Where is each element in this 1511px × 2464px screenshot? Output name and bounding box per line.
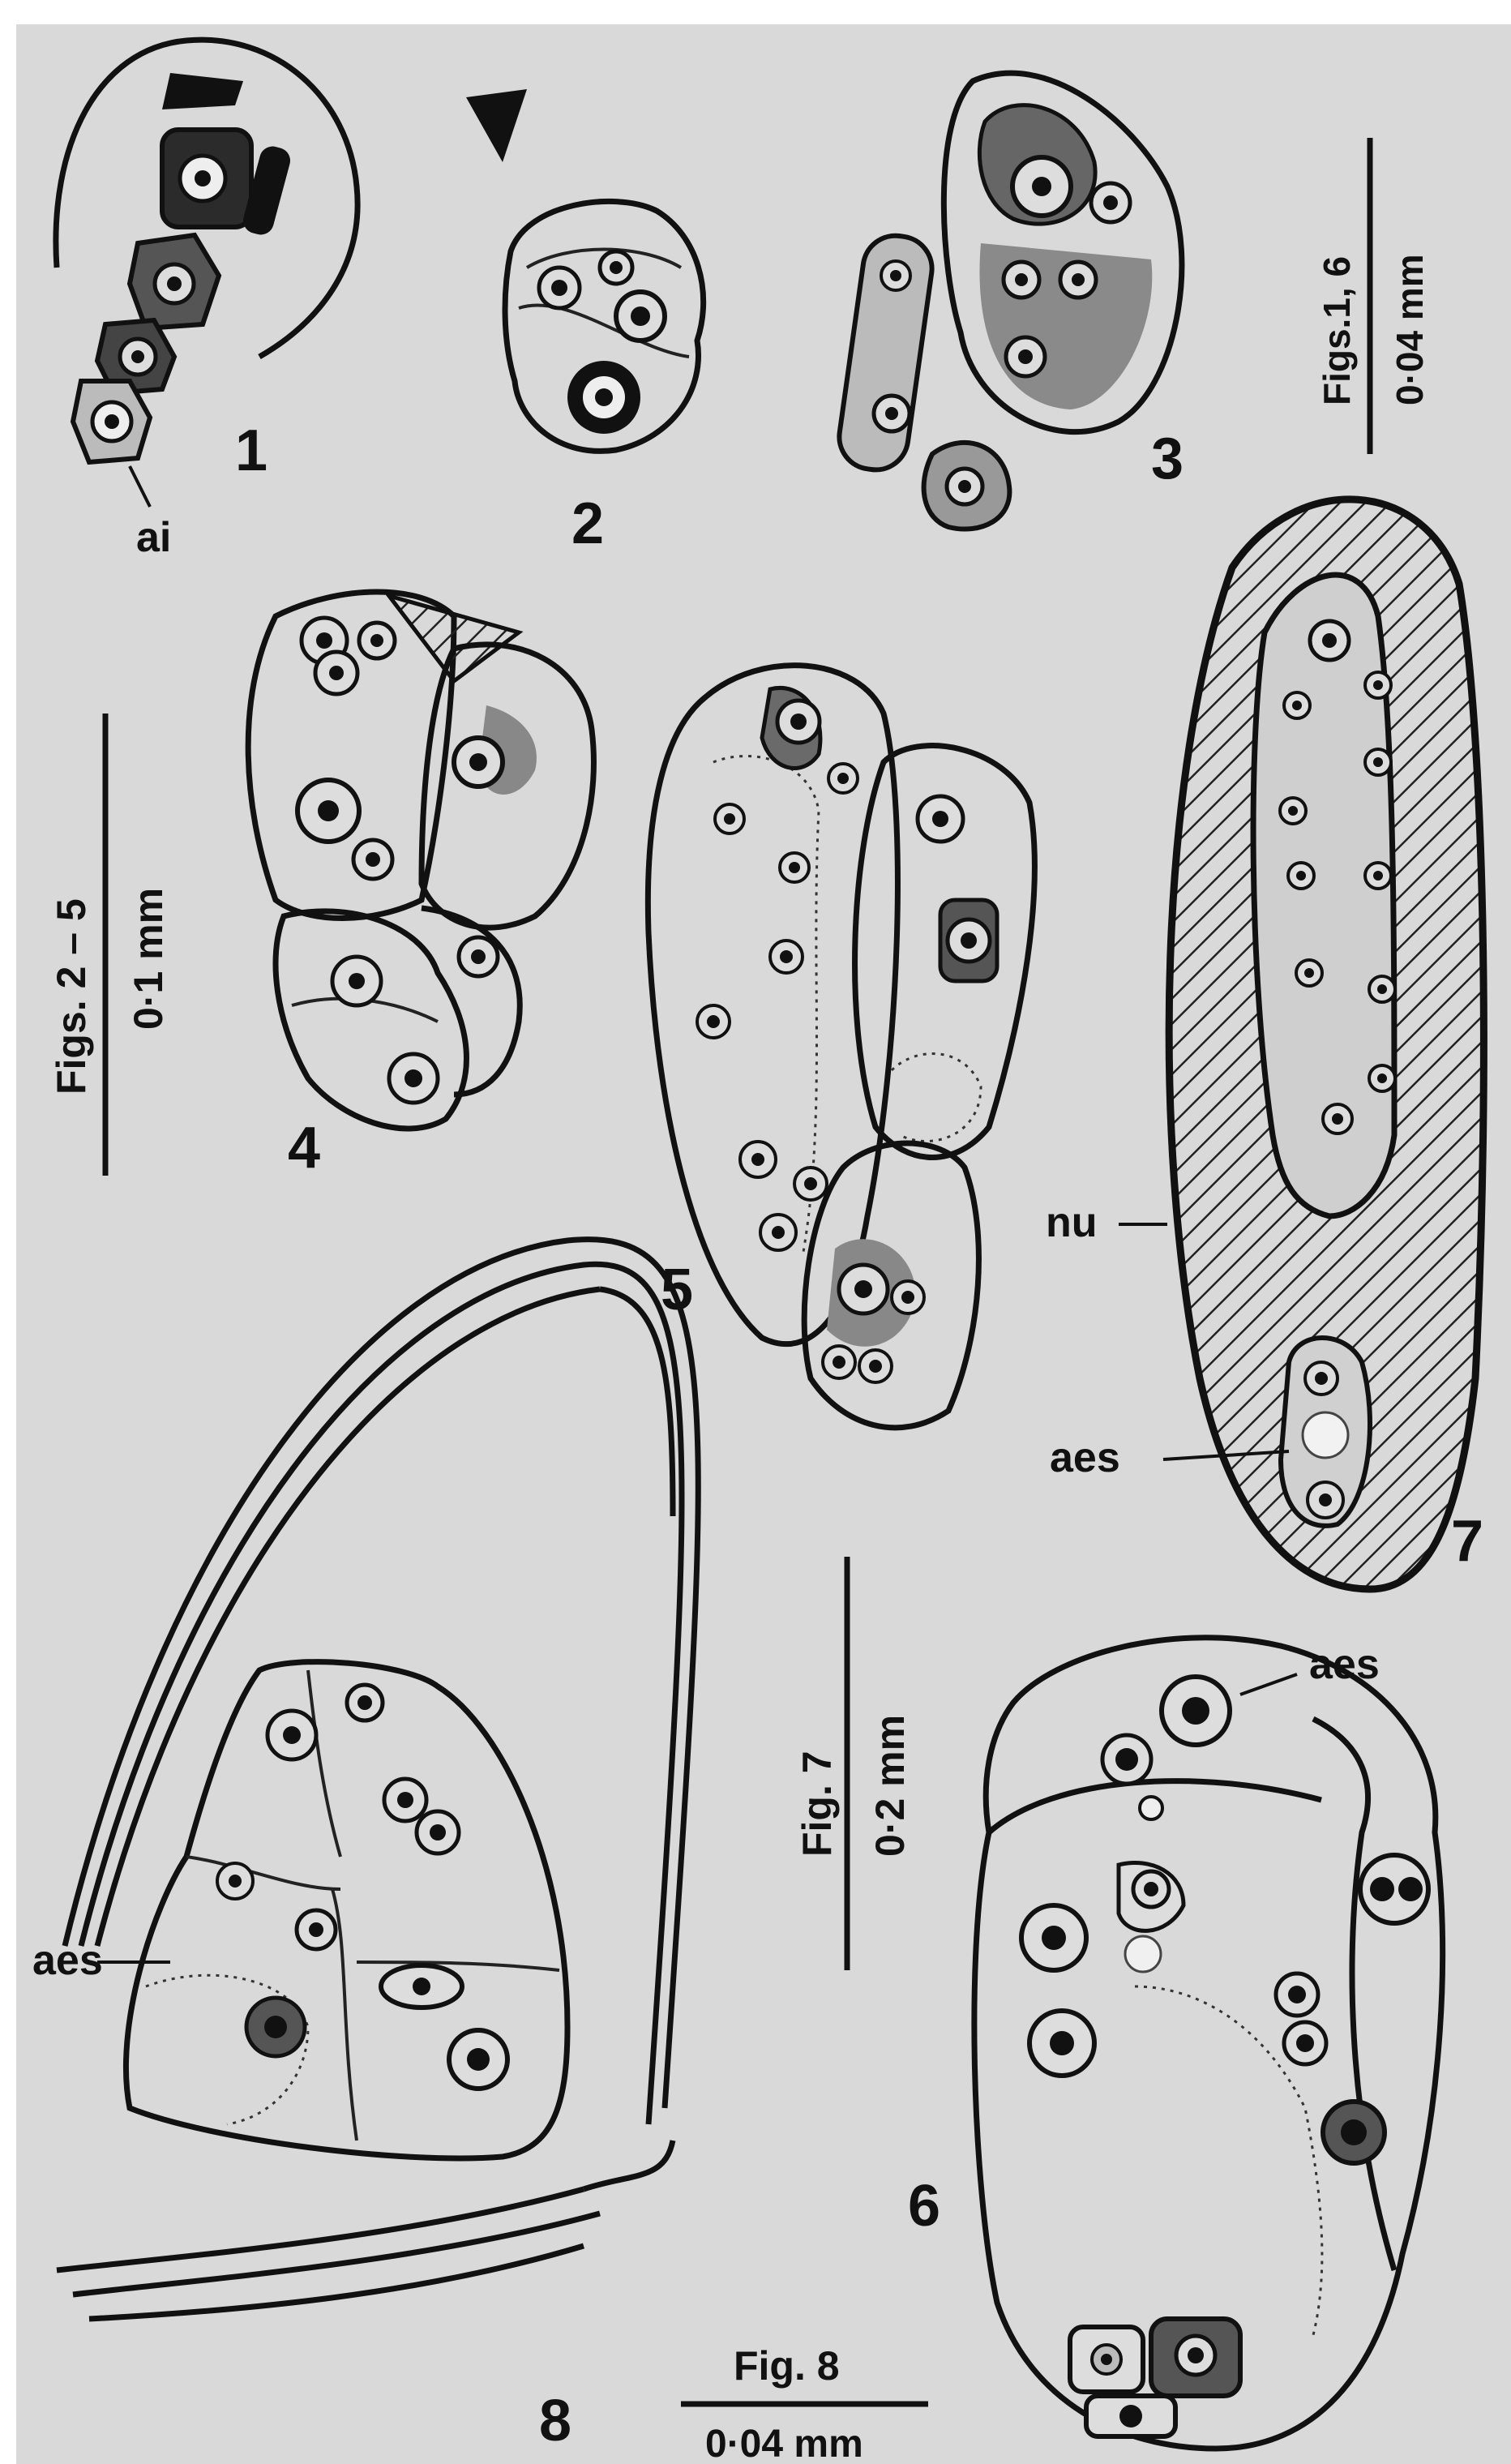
figure-7-number: 7 xyxy=(1451,1509,1483,1574)
scale-bar-figs-1-6-title: Figs.1, 6 xyxy=(1316,256,1358,405)
label-aes-fig7: aes xyxy=(1050,1434,1120,1481)
label-aes-fig8: aes xyxy=(32,1937,103,1984)
scale-bar-fig-7-title: Fig. 7 xyxy=(794,1751,840,1857)
figure-5-number: 5 xyxy=(661,1258,693,1322)
figure-4-number: 4 xyxy=(288,1116,320,1181)
label-nu: nu xyxy=(1046,1199,1098,1246)
scale-bar-figs-2-5-title: Figs. 2 – 5 xyxy=(49,898,94,1095)
scale-bar-figs-2-5-length: 0·1 mm xyxy=(126,888,171,1030)
label-ai: ai xyxy=(136,514,171,561)
figure-6-number: 6 xyxy=(908,2174,940,2239)
scale-bar-fig-8-length: 0·04 mm xyxy=(705,2423,863,2464)
figure-8-number: 8 xyxy=(539,2389,571,2453)
label-aes-fig6: aes xyxy=(1309,1641,1380,1688)
figure-2-number: 2 xyxy=(571,491,604,556)
scale-bar-figs-1-6-length: 0·04 mm xyxy=(1389,254,1431,405)
figure-3-number: 3 xyxy=(1151,426,1184,491)
scale-bar-fig-8-title: Fig. 8 xyxy=(734,2343,840,2389)
figure-1-number: 1 xyxy=(235,418,268,483)
scale-bar-fig-7-length: 0·2 mm xyxy=(867,1715,913,1857)
